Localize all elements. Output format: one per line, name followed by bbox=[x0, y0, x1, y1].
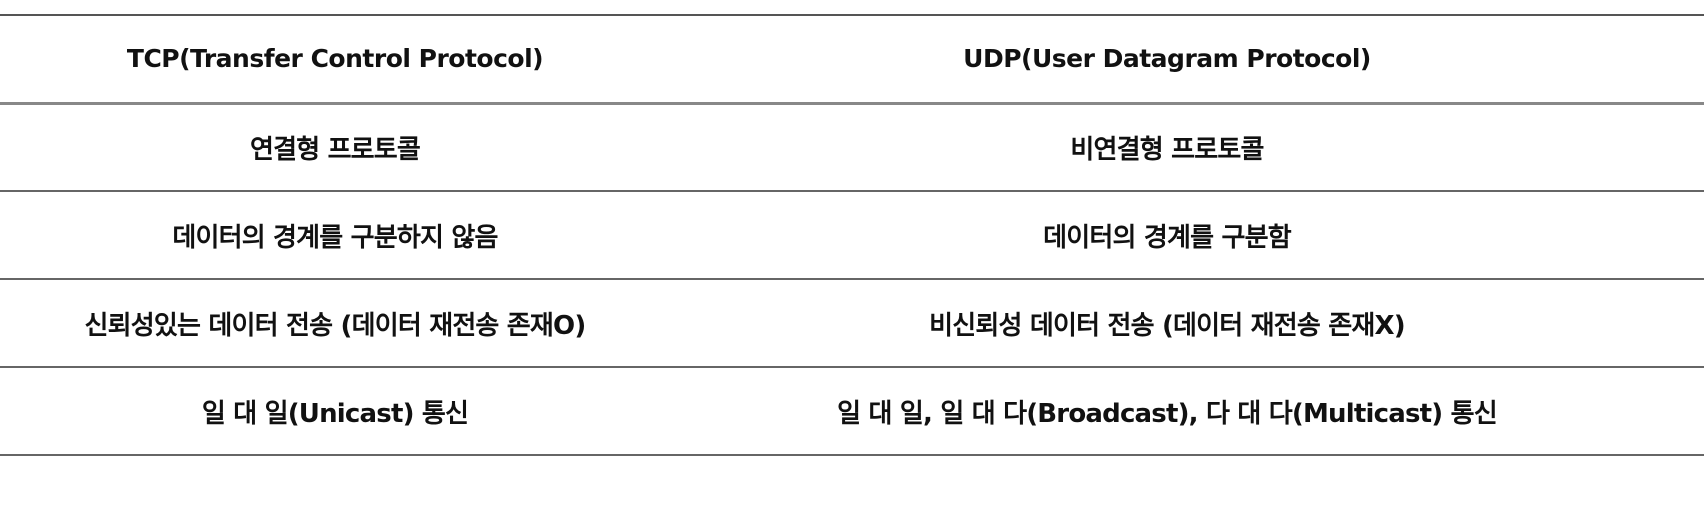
table-row: 연결형 프로토콜 비연결형 프로토콜 bbox=[0, 103, 1704, 192]
table-row: 일 대 일(Unicast) 통신 일 대 일, 일 대 다(Broadcast… bbox=[0, 367, 1704, 456]
cell-tcp: 연결형 프로토콜 bbox=[0, 103, 670, 192]
cell-udp: 데이터의 경계를 구분함 bbox=[670, 191, 1704, 280]
header-udp: UDP(User Datagram Protocol) bbox=[670, 14, 1704, 105]
cell-tcp: 신뢰성있는 데이터 전송 (데이터 재전송 존재O) bbox=[0, 279, 670, 368]
header-row: TCP(Transfer Control Protocol) UDP(User … bbox=[0, 14, 1704, 105]
table-row: 신뢰성있는 데이터 전송 (데이터 재전송 존재O) 비신뢰성 데이터 전송 (… bbox=[0, 279, 1704, 368]
cell-tcp: 일 대 일(Unicast) 통신 bbox=[0, 367, 670, 456]
table-body: 연결형 프로토콜 비연결형 프로토콜 데이터의 경계를 구분하지 않음 데이터의… bbox=[0, 103, 1704, 456]
tcp-udp-comparison-table: TCP(Transfer Control Protocol) UDP(User … bbox=[0, 14, 1704, 456]
table-row: 데이터의 경계를 구분하지 않음 데이터의 경계를 구분함 bbox=[0, 191, 1704, 280]
header-tcp: TCP(Transfer Control Protocol) bbox=[0, 14, 670, 105]
table-header: TCP(Transfer Control Protocol) UDP(User … bbox=[0, 14, 1704, 105]
comparison-table-wrapper: TCP(Transfer Control Protocol) UDP(User … bbox=[0, 14, 1704, 456]
cell-tcp: 데이터의 경계를 구분하지 않음 bbox=[0, 191, 670, 280]
cell-udp: 비신뢰성 데이터 전송 (데이터 재전송 존재X) bbox=[670, 279, 1704, 368]
cell-udp: 비연결형 프로토콜 bbox=[670, 103, 1704, 192]
cell-udp: 일 대 일, 일 대 다(Broadcast), 다 대 다(Multicast… bbox=[670, 367, 1704, 456]
